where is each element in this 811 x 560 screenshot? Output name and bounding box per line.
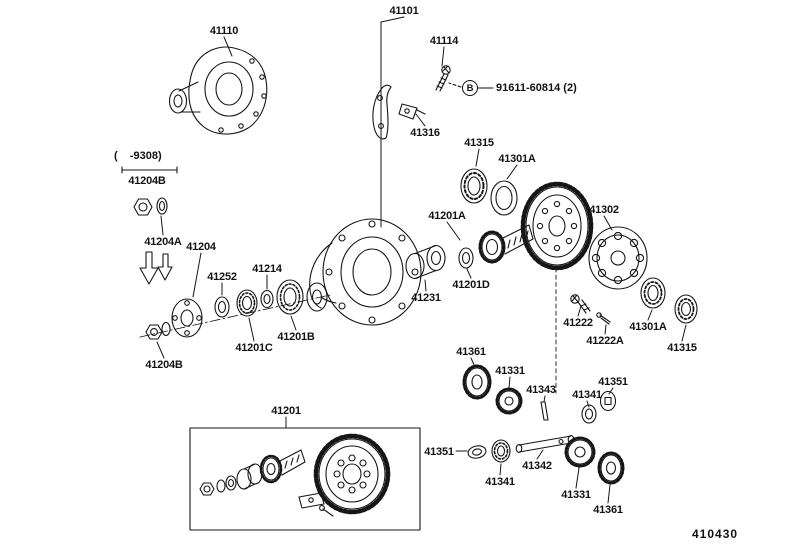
leader-line-41361-22 xyxy=(470,357,476,368)
gear-set-41201-art xyxy=(199,433,391,517)
fastener-callout-part-number: 91611-60814 (2) xyxy=(496,82,577,94)
pinion-gear-41331-upper-art xyxy=(495,387,523,415)
leader-line-41315-4 xyxy=(475,148,480,167)
part-label-41343-24: 41343 xyxy=(526,384,556,396)
leader-line-41101-1 xyxy=(380,16,405,228)
pinion-gear-41331-lower-art xyxy=(564,436,596,468)
thrust-washer-41341-upper-art xyxy=(581,404,597,424)
leader-line-41351-26 xyxy=(608,387,614,395)
retainer-41316-art xyxy=(372,84,426,140)
leader-line-41315-21 xyxy=(681,324,687,342)
leader-line-41201B-16 xyxy=(290,315,297,331)
bolt-41114-art xyxy=(435,65,451,92)
bearing-41315-right-art xyxy=(674,294,698,324)
pinion-flange-parts-art xyxy=(145,279,304,340)
down-arrow-icon xyxy=(139,251,159,285)
part-label-41302-6: 41302 xyxy=(589,204,619,216)
thrust-washer-41351-upper-art xyxy=(599,390,617,412)
bearing-41315-left-art xyxy=(460,168,488,204)
part-label-41201A-7: 41201A xyxy=(428,210,466,222)
part-label-41361-22: 41361 xyxy=(456,346,486,358)
leader-line-41204B-17 xyxy=(156,341,165,359)
thrust-washer-41341-lower-art xyxy=(491,439,511,463)
part-label-41331-23: 41331 xyxy=(495,365,525,377)
leader-line-41201D-14 xyxy=(466,268,472,279)
spacer-41231-art xyxy=(405,244,446,280)
diff-carrier-41101-art xyxy=(306,218,422,326)
leader-line-41201A-7 xyxy=(446,221,461,241)
part-label-41201D-14: 41201D xyxy=(452,279,490,291)
leader-line-41341-25 xyxy=(586,400,590,408)
lock-pin-41343-art xyxy=(540,401,549,421)
diagram-code: 410430 xyxy=(692,527,739,541)
part-label-41201-27: 41201 xyxy=(271,405,301,417)
leader-line-41301A-20 xyxy=(647,309,653,321)
part-label-41201C-15: 41201C xyxy=(235,342,273,354)
race-41301A-left-art xyxy=(490,180,518,216)
bolt-41222-art xyxy=(570,294,591,314)
leader-line-41316-3 xyxy=(415,113,426,127)
part-label-41201B-16: 41201B xyxy=(277,331,315,343)
part-label-41214-12: 41214 xyxy=(252,263,282,275)
part-label-41204-10: 41204 xyxy=(186,241,216,253)
part-label-41204A-9: 41204A xyxy=(144,236,182,248)
part-label-41204B-8: 41204B xyxy=(128,175,166,187)
applicability-note: ( -9308) xyxy=(114,150,162,162)
part-label-41342-30: 41342 xyxy=(522,460,552,472)
leader-line-41201C-15 xyxy=(248,317,255,342)
part-label-41331-31: 41331 xyxy=(561,489,591,501)
part-label-41204B-17: 41204B xyxy=(145,359,183,371)
thrust-washer-41351-lower-art xyxy=(467,445,487,459)
carrier-housing-41110-art xyxy=(168,46,268,135)
part-label-41341-29: 41341 xyxy=(485,476,515,488)
leader-lines xyxy=(156,16,687,504)
part-label-41231-13: 41231 xyxy=(411,292,441,304)
leader-line-41231-13 xyxy=(424,279,427,292)
leader-line-41342-30 xyxy=(536,449,544,460)
part-label-41351-28: 41351 xyxy=(424,446,454,458)
part-label-41101-1: 41101 xyxy=(389,5,419,17)
leader-line-41361-32 xyxy=(607,484,611,504)
part-label-41301A-5: 41301A xyxy=(498,153,536,165)
leader-line-41331-23 xyxy=(508,376,511,389)
leader-line-41222-18 xyxy=(577,305,582,317)
fastener-callout-letter: B xyxy=(462,80,478,96)
part-label-41110-0: 41110 xyxy=(209,25,239,37)
down-arrow-icon xyxy=(157,253,173,281)
part-label-41114-2: 41114 xyxy=(429,35,459,47)
ring-gear-art xyxy=(520,181,594,271)
part-label-41315-4: 41315 xyxy=(464,137,494,149)
leader-line-41204-10 xyxy=(192,252,202,298)
leader-line-41343-24 xyxy=(543,395,546,403)
bearing-41301A-right-art xyxy=(640,277,666,309)
leader-line-41301A-5 xyxy=(506,164,518,180)
leader-line-41302-6 xyxy=(603,215,613,231)
part-label-41252-11: 41252 xyxy=(207,271,237,283)
part-label-41301A-20: 41301A xyxy=(629,321,667,333)
part-label-41361-32: 41361 xyxy=(593,504,623,516)
part-label-41222A-19: 41222A xyxy=(586,335,624,347)
leader-line-41204A-9 xyxy=(160,215,164,236)
leader-line-41341-29 xyxy=(499,463,502,476)
part-label-41316-3: 41316 xyxy=(410,127,440,139)
part-label-41351-26: 41351 xyxy=(598,376,628,388)
part-label-41341-25: 41341 xyxy=(572,389,602,401)
leader-line-41331-31 xyxy=(575,467,580,489)
callout-dash-line xyxy=(448,82,462,88)
superseded-nut-washer-art xyxy=(121,166,178,285)
leader-line-41110-0 xyxy=(223,36,233,57)
diff-case-41302-art xyxy=(588,226,648,290)
part-label-41222-18: 41222 xyxy=(563,317,593,329)
stud-41222A-art xyxy=(596,312,611,325)
gear-set-box-41201 xyxy=(189,427,421,531)
drive-pinion-41201A-art xyxy=(478,224,534,264)
leader-line-41114-2 xyxy=(441,46,445,67)
leader-line-41222A-19 xyxy=(604,324,607,335)
side-gear-41361-upper-art xyxy=(462,364,492,400)
washer-41201D-art xyxy=(458,247,474,269)
side-gear-41361-lower-art xyxy=(597,451,625,485)
part-label-41315-21: 41315 xyxy=(667,342,697,354)
